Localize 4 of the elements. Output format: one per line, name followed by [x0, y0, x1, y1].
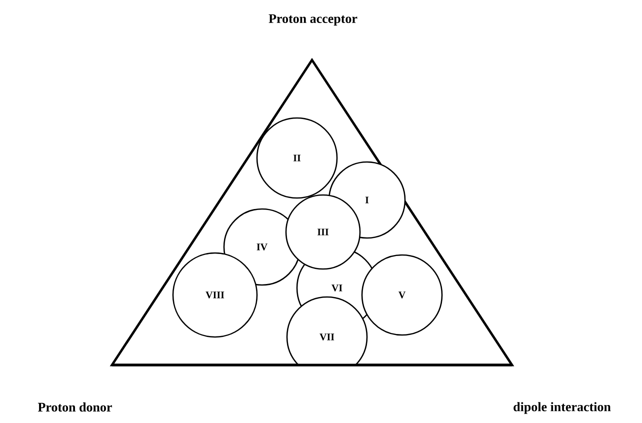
- axis-label: Proton donor: [38, 402, 112, 412]
- axis-label: dipole interaction: [514, 402, 611, 414]
- axis-label: Proton acceptor: [268, 14, 358, 26]
- node-label: VII: [320, 334, 334, 340]
